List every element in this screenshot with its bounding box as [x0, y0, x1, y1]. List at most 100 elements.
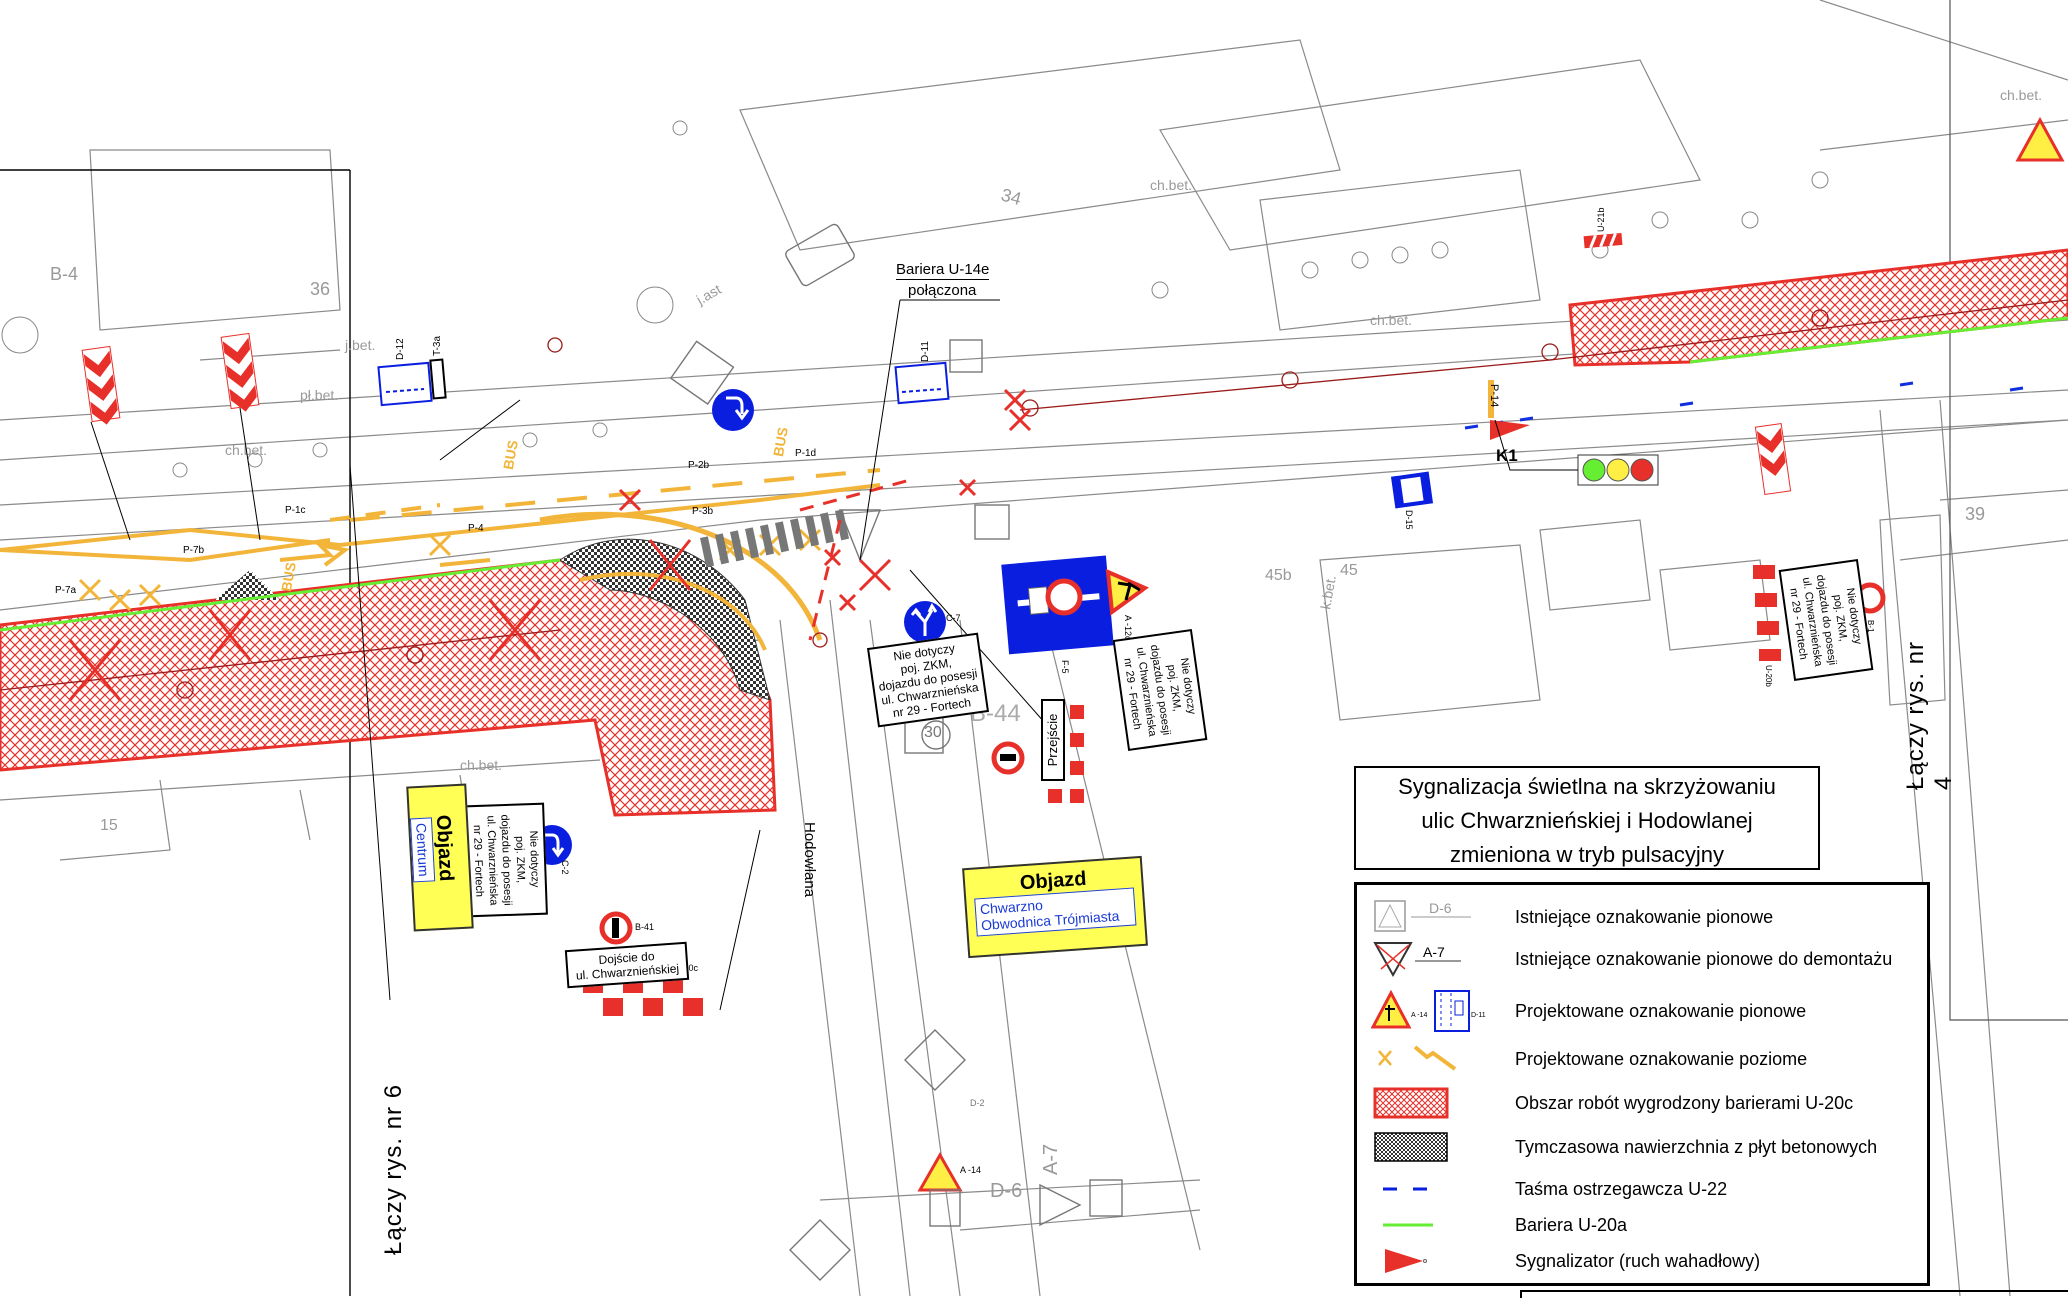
- detour-sign-south: Objazd Chwarzno Obwodnica Trójmiasta: [962, 855, 1148, 959]
- legend-label: Bariera U-20a: [1515, 1215, 1628, 1235]
- code-a7: A-7: [1040, 1143, 1062, 1175]
- work-area-hatch-icon: [1373, 1087, 1449, 1119]
- code-u20b: U-20b: [1764, 665, 1773, 687]
- existing-sign-d6-icon: D-6: [1374, 900, 1471, 932]
- chevron-sign-u3c-2: [220, 332, 260, 412]
- title-line-2: ulic Chwarznieńskiej i Hodowlanej: [1421, 808, 1753, 833]
- svg-text:D-6: D-6: [1429, 900, 1452, 916]
- svg-text:D-11: D-11: [1471, 1012, 1486, 1019]
- chevron-sign-u3c-3: [1754, 422, 1792, 496]
- zebra-crossing: [700, 509, 850, 568]
- legend-label: Tymczasowa nawierzchnia z płyt betonowyc…: [1515, 1137, 1878, 1157]
- svg-text:A -14: A -14: [1411, 1012, 1427, 1019]
- cable-line: [0, 299, 2068, 699]
- title-line-1: Sygnalizacja świetlna na skrzyżowaniu: [1398, 774, 1776, 799]
- sheet-link-left: Łączy rys. nr 6: [380, 1083, 407, 1255]
- marking-p7b: P-7b: [183, 545, 205, 556]
- barrier-u20b-east: [1753, 565, 1781, 661]
- k1-label: K1: [1496, 446, 1518, 465]
- marking-p1d: P-1d: [795, 448, 817, 459]
- legend-label: Taśma ostrzegawcza U-22: [1515, 1179, 1728, 1199]
- note-przejscie: Przejście: [1041, 699, 1065, 781]
- sign-b41-2: [599, 911, 633, 945]
- svg-text:A-7: A-7: [1423, 944, 1445, 960]
- svg-text:ch.bet.: ch.bet.: [1370, 312, 1412, 328]
- svg-text:15: 15: [100, 817, 118, 834]
- legend-item-barrier-u20a: Bariera U-20a: [1357, 1207, 1927, 1243]
- legend-label: Projektowane oznakowanie pionowe: [1515, 1001, 1807, 1021]
- title-block-stub: [1520, 1290, 2068, 1298]
- sign-a14-south: [917, 1151, 963, 1192]
- temporary-surface: [559, 538, 771, 701]
- detour-west-destination: Centrum: [409, 817, 436, 883]
- code-f5: F-5: [1060, 660, 1070, 674]
- street-name-hodowlana: Hodowlana: [801, 822, 818, 898]
- code-d12: D-12: [395, 338, 406, 360]
- temporary-surface-hatch-icon: [1374, 1132, 1448, 1162]
- legend-item-sign-to-remove: A-7 Istniejące oznakowanie pionowe do de…: [1357, 941, 1927, 977]
- sign-b41-1: [991, 741, 1025, 775]
- traffic-light-icon: [1577, 454, 1659, 486]
- barrier-u20a: [0, 558, 561, 632]
- svg-text:34: 34: [999, 185, 1024, 210]
- existing-signs: [669, 223, 1123, 1281]
- svg-text:45: 45: [1340, 562, 1358, 579]
- p14-label: P-14: [1488, 384, 1500, 408]
- legend-item-temp-surface: Tymczasowa nawierzchnia z płyt betonowyc…: [1357, 1129, 1927, 1165]
- barrier-u14e-label-2: połączona: [908, 282, 977, 299]
- legend-label: Projektowane oznakowanie poziome: [1515, 1049, 1808, 1069]
- legend: D-6 Istniejące oznakowanie pionowe A-7 I…: [1354, 882, 1930, 1286]
- svg-text:39: 39: [1965, 504, 1985, 524]
- svg-text:ch.bet.: ch.bet.: [2000, 87, 2042, 103]
- signs-to-remove: [68, 388, 1032, 701]
- code-c7: C-7: [946, 613, 961, 623]
- speed-end-30: 30: [924, 724, 942, 741]
- legend-label: Obszar robót wygrodzony barierami U-20c: [1515, 1093, 1854, 1113]
- legend-item-work-area: Obszar robót wygrodzony barierami U-20c: [1357, 1085, 1927, 1121]
- code-a14: A -14: [960, 1165, 982, 1175]
- sign-d15: [1390, 471, 1434, 509]
- sign-d12: [377, 361, 433, 407]
- code-d15: D-15: [1404, 510, 1414, 530]
- sign-f5: [1001, 555, 1114, 655]
- barrier-u20a-icon: [1383, 1223, 1433, 1227]
- marking-p2b: P-2b: [688, 460, 710, 471]
- legend-item-signal: Sygnalizator (ruch wahadłowy): [1357, 1243, 1927, 1279]
- sheet-link-right: Łączy rys. nr 4: [1902, 640, 1957, 790]
- sign-c7: [904, 601, 946, 643]
- legend-item-projected-horizontal: Projektowane oznakowanie poziome: [1357, 1041, 1927, 1077]
- svg-text:j.ast: j.ast: [693, 281, 724, 308]
- warning-tape-icon: [1383, 1187, 1427, 1191]
- projected-horizontal-marking-icon: [1378, 1045, 1457, 1071]
- barrier-u21b: [1583, 232, 1623, 249]
- code-t3a: T-3a: [432, 335, 443, 356]
- code-d6: D-6: [990, 1180, 1023, 1202]
- marking-p7a: P-7a: [55, 585, 77, 596]
- sign-a12c: [1105, 568, 1150, 616]
- legend-label: Sygnalizator (ruch wahadłowy): [1515, 1251, 1761, 1271]
- legend-label: Istniejące oznakowanie pionowe: [1515, 907, 1774, 927]
- marking-p4: P-4: [468, 523, 484, 534]
- barrier-u14e-label: Bariera U-14e: [896, 261, 990, 280]
- label-b4: B-4: [50, 264, 78, 284]
- title-line-3: zmieniona w tryb pulsacyjny: [1450, 842, 1724, 867]
- code-c2: C-2: [560, 860, 570, 875]
- projected-vertical-sign-icon: A -14 D-11: [1371, 989, 1486, 1032]
- sign-a30-ne: [2015, 116, 2065, 162]
- svg-text:k.bet.: k.bet.: [1317, 574, 1339, 611]
- sign-c2-north: [712, 389, 754, 431]
- leader-lines: [90, 299, 1578, 1011]
- title-box: Sygnalizacja świetlna na skrzyżowaniu ul…: [1354, 766, 1820, 870]
- signal-flag-icon: [1385, 1249, 1427, 1273]
- svg-text:j.bet.: j.bet.: [344, 337, 375, 353]
- horizontal-markings: [0, 468, 881, 651]
- legend-label: Istniejące oznakowanie pionowe do demont…: [1515, 949, 1893, 969]
- code-d11: D-11: [920, 341, 931, 362]
- warning-tape-u22: [1464, 381, 2024, 430]
- code-b41: B-41: [635, 922, 655, 932]
- sign-t3a: [429, 358, 447, 400]
- svg-text:45b: 45b: [1265, 567, 1292, 584]
